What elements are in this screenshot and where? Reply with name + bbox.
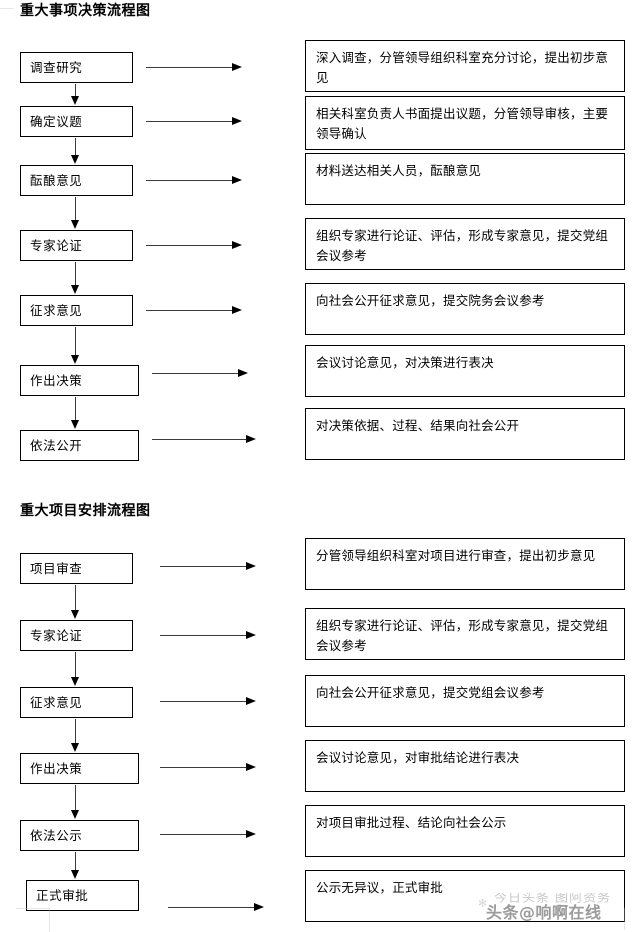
chart-1-step-label-5: 征求意见 [30,302,83,318]
chart-2-step-box-5: 依法公示 [20,820,139,851]
chart-2-step-label-4: 作出决策 [30,760,83,776]
chart-1-step-label-2: 确定议题 [30,113,83,129]
chart-1-connector-3 [71,197,80,229]
chart-1-step-box-2: 确定议题 [20,106,133,137]
chart-2-arrow-2 [160,631,256,640]
watermark: ✻ 今日头条 图阿资务 头条@响啊在线 [478,893,634,931]
chart-1-arrow-5 [146,306,242,315]
chart-2-desc-box-4: 会议讨论意见，对审批结论进行表决 [305,740,625,792]
chart-2-step-label-5: 依法公示 [30,827,83,843]
chart-2-arrow-5 [160,830,256,839]
chart-1-desc-text-6: 会议讨论意见，对决策进行表决 [316,355,494,370]
chart-2-desc-text-4: 会议讨论意见，对审批结论进行表决 [316,750,520,765]
chart-2-step-box-4: 作出决策 [20,753,139,784]
chart-2-desc-text-5: 对项目审批过程、结论向社会公示 [316,815,507,830]
chart-2-desc-text-2: 组织专家进行论证、评估，形成专家意见，提交党组会议参考 [316,618,609,653]
chart-2-step-label-2: 专家论证 [30,627,83,643]
chart-1-connector-4 [71,262,80,294]
chart-2-desc-text-1: 分管领导组织科室对项目进行审查，提出初步意见 [316,548,596,563]
crop-mark-top-left [0,0,14,14]
chart-1-desc-text-2: 相关科室负责人书面提出议题，分管领导审核，主要领导确认 [316,106,609,141]
chart-1-arrow-6 [152,369,248,378]
chart-2-step-box-2: 专家论证 [20,620,133,651]
chart-1-arrow-3 [146,176,242,185]
chart-1-step-label-6: 作出决策 [30,372,83,388]
crop-mark-bottom-right [624,908,636,930]
watermark-text: 头条@响啊在线 [486,903,602,922]
chart-2-step-label-1: 项目审查 [30,560,83,576]
chart-1-desc-text-1: 深入调查，分管领导组织科室充分讨论，提出初步意见 [316,50,609,85]
chart-1-step-label-3: 酝酿意见 [30,172,83,188]
chart-2-arrow-3 [160,697,256,706]
chart-1-connector-2 [71,138,80,164]
chart-2-desc-text-3: 向社会公开征求意见，提交党组会议参考 [316,685,545,700]
chart-2-desc-box-3: 向社会公开征求意见，提交党组会议参考 [305,675,625,727]
chart-1-desc-box-4: 组织专家进行论证、评估，形成专家意见，提交党组会议参考 [305,218,625,270]
chart-1-connector-6 [71,397,80,429]
chart-2-desc-box-5: 对项目审批过程、结论向社会公示 [305,805,625,857]
chart-2-connector-4 [71,785,80,819]
chart-2-step-box-1: 项目审查 [20,553,133,584]
chart-2-desc-box-2: 组织专家进行论证、评估，形成专家意见，提交党组会议参考 [305,608,625,660]
chart-1-title: 重大事项决策流程图 [20,3,151,19]
chart-1-desc-box-2: 相关科室负责人书面提出议题，分管领导审核，主要领导确认 [305,96,625,150]
chart-2-step-label-3: 征求意见 [30,694,83,710]
chart-1-desc-text-5: 向社会公开征求意见，提交院务会议参考 [316,293,545,308]
chart-2-title: 重大项目安排流程图 [20,503,151,519]
chart-1-step-box-6: 作出决策 [20,365,139,396]
chart-2-arrow-6 [168,903,264,912]
chart-2-arrow-1 [160,562,256,571]
crop-mark-bottom-left [16,908,50,932]
chart-2-connector-5 [71,852,80,879]
chart-1-desc-box-6: 会议讨论意见，对决策进行表决 [305,345,625,397]
chart-2-connector-3 [71,719,80,752]
chart-1-step-box-1: 调查研究 [20,52,133,83]
chart-1-step-box-3: 酝酿意见 [20,165,133,196]
chart-2-arrow-4 [160,763,256,772]
bird-icon: ✻ [478,897,488,910]
watermark-ghost-text: 今日头条 图阿资务 [494,893,612,906]
chart-2-step-box-6: 正式审批 [26,880,139,911]
chart-1-desc-box-1: 深入调查，分管领导组织科室充分讨论，提出初步意见 [305,40,625,92]
chart-1-arrow-1 [146,63,242,72]
chart-1-step-label-1: 调查研究 [30,59,83,75]
chart-1-arrow-4 [146,241,242,250]
chart-1-desc-box-5: 向社会公开征求意见，提交院务会议参考 [305,283,625,335]
chart-1-desc-text-3: 材料送达相关人员，酝酿意见 [316,163,482,178]
chart-2-connector-1 [71,585,80,619]
chart-1-step-box-7: 依法公开 [20,430,139,461]
chart-1-desc-box-3: 材料送达相关人员，酝酿意见 [305,153,625,205]
chart-1-step-box-5: 征求意见 [20,295,133,326]
chart-2-desc-box-6: 公示无异议，正式审批 [305,870,625,922]
chart-1-desc-text-7: 对决策依据、过程、结果向社会公开 [316,418,520,433]
chart-1-desc-text-4: 组织专家进行论证、评估，形成专家意见，提交党组会议参考 [316,228,609,263]
chart-1-connector-5 [71,327,80,364]
chart-2-desc-text-6: 公示无异议，正式审批 [316,880,444,895]
chart-2-connector-2 [71,652,80,686]
chart-2-step-box-3: 征求意见 [20,687,133,718]
chart-1-step-label-4: 专家论证 [30,237,83,253]
chart-1-connector-1 [71,84,80,105]
chart-1-step-label-7: 依法公开 [30,437,83,453]
chart-1-arrow-7 [152,435,256,444]
chart-1-step-box-4: 专家论证 [20,230,133,261]
chart-1-desc-box-7: 对决策依据、过程、结果向社会公开 [305,408,625,460]
chart-1-arrow-2 [146,117,242,126]
chart-2-desc-box-1: 分管领导组织科室对项目进行审查，提出初步意见 [305,538,625,590]
chart-2-step-label-6: 正式审批 [36,887,89,903]
